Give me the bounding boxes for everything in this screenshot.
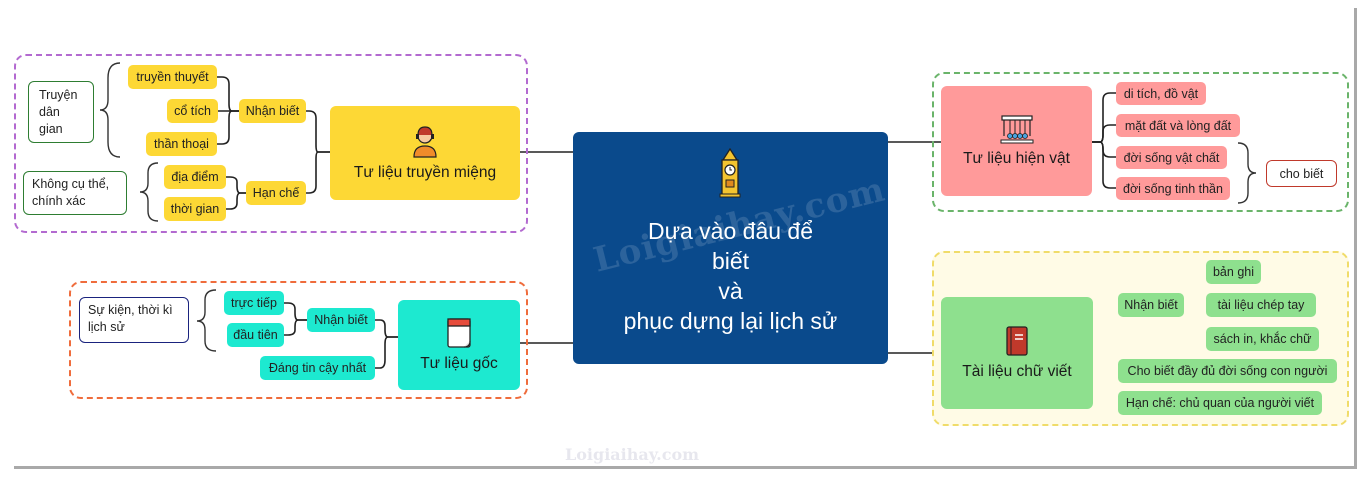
written-item-records[interactable]: bản ghi	[1206, 260, 1261, 284]
notebook-icon	[447, 318, 471, 348]
oral-imprecise-note: Không cụ thể, chính xác	[23, 171, 127, 215]
written-item-manuscript[interactable]: tài liệu chép tay	[1206, 293, 1316, 317]
oral-item-place[interactable]: địa điểm	[164, 165, 226, 189]
artifact-item-ground[interactable]: mặt đất và lòng đất	[1116, 114, 1240, 137]
artifact-item-relics[interactable]: di tích, đồ vật	[1116, 82, 1206, 105]
artifact-item-spiritual-life[interactable]: đời sống tinh thần	[1116, 177, 1230, 200]
pendulum-icon	[1000, 115, 1033, 144]
artifact-item-material-life[interactable]: đời sống vật chất	[1116, 146, 1227, 169]
artifact-group-border	[932, 72, 1349, 212]
oral-limit-label[interactable]: Hạn chế	[246, 181, 306, 205]
oral-item-time[interactable]: thời gian	[164, 197, 226, 221]
original-item-direct[interactable]: trực tiếp	[224, 291, 284, 315]
original-topic[interactable]: Tư liệu gốc	[398, 300, 520, 390]
written-topic-label: Tài liệu chữ viết	[962, 363, 1072, 380]
oral-folk-tale-note: Truyện dân gian	[28, 81, 94, 143]
written-item-full-life[interactable]: Cho biết đầy đủ đời sống con người	[1118, 359, 1337, 383]
written-item-printed[interactable]: sách in, khắc chữ	[1206, 327, 1319, 351]
central-topic[interactable]: Dựa vào đâu để biết và phục dựng lại lịc…	[573, 132, 888, 364]
frame-shadow-bottom	[14, 466, 1354, 469]
oral-item-legend[interactable]: truyền thuyết	[128, 65, 217, 89]
artifact-topic-label: Tư liệu hiện vật	[963, 150, 1070, 167]
frame-shadow-right	[1354, 8, 1357, 469]
original-event-note: Sự kiện, thời kì lịch sử	[79, 297, 189, 343]
central-topic-title: Dựa vào đâu để biết và phục dựng lại lịc…	[623, 218, 838, 334]
oral-item-myth[interactable]: thần thoại	[146, 132, 217, 156]
written-item-subjective[interactable]: Hạn chế: chủ quan của người viết	[1118, 391, 1322, 415]
storyteller-icon	[413, 126, 437, 158]
written-recognize-label[interactable]: Nhận biết	[1118, 293, 1184, 317]
original-item-most-reliable[interactable]: Đáng tin cậy nhất	[260, 356, 375, 380]
oral-topic-label: Tư liệu truyền miệng	[353, 164, 497, 181]
watermark-bottom: Loigiaihay.com	[565, 445, 700, 464]
original-recognize-label[interactable]: Nhận biết	[307, 308, 375, 332]
original-group-border	[69, 281, 528, 399]
written-topic[interactable]: Tài liệu chữ viết	[941, 297, 1093, 409]
oral-topic[interactable]: Tư liệu truyền miệng	[330, 106, 520, 200]
oral-item-fairytale[interactable]: cổ tích	[167, 99, 218, 123]
original-topic-label: Tư liệu gốc	[420, 355, 498, 372]
original-item-first[interactable]: đầu tiên	[227, 323, 284, 347]
clock-tower-icon	[719, 148, 741, 198]
oral-recognize-label[interactable]: Nhận biết	[239, 99, 306, 123]
artifact-topic[interactable]: Tư liệu hiện vật	[941, 86, 1092, 196]
oral-group-border	[14, 54, 528, 233]
artifact-tells-note: cho biết	[1266, 160, 1337, 187]
book-icon	[1006, 326, 1028, 356]
